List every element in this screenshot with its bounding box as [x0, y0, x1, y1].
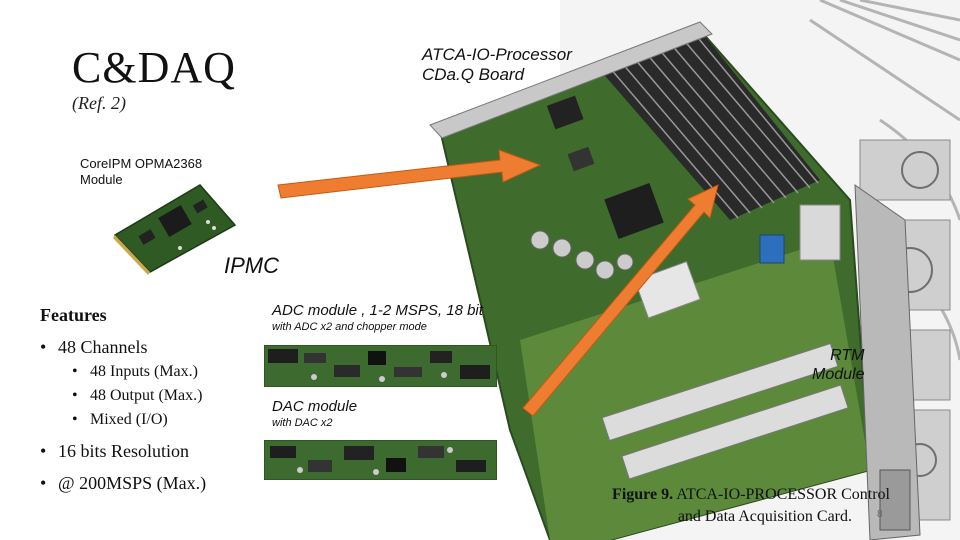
board-caption-line2: CDa.Q Board	[422, 65, 525, 84]
rtm-module-label-line1: RTM	[830, 347, 865, 364]
feature-item-resolution: • 16 bits Resolution	[40, 441, 189, 462]
feature-subitem: • 48 Inputs (Max.)	[72, 363, 198, 381]
feature-item-label: 16 bits Resolution	[58, 441, 190, 461]
bullet-icon: •	[72, 363, 78, 380]
feature-subitem-label: Mixed (I/O)	[90, 411, 168, 428]
dac-module-title: DAC module	[272, 398, 358, 415]
figure-caption-line1: Figure 9. ATCA-IO-PROCESSOR Control	[560, 484, 890, 506]
rtm-module-label-line2: Module	[812, 366, 865, 383]
adc-module-subtitle: with ADC x2 and chopper mode	[272, 321, 427, 333]
feature-item-label: 48 Channels	[58, 337, 148, 357]
bullet-icon: •	[40, 337, 47, 357]
page-number: 8	[877, 509, 883, 520]
feature-subitem-label: 48 Output (Max.)	[90, 387, 203, 404]
feature-item-speed: • @ 200MSPS (Max.)	[40, 473, 206, 494]
bullet-icon: •	[40, 441, 47, 461]
reference-note: (Ref. 2)	[72, 93, 126, 113]
adc-module-title: ADC module , 1-2 MSPS, 18 bit	[272, 302, 483, 319]
ipm-module-label: CoreIPM OPMA2368 Module	[80, 156, 202, 188]
dac-module-subtitle: with DAC x2	[272, 417, 333, 429]
rtm-module-label: RTM Module	[812, 346, 864, 384]
figure-caption-line2-text: and Data Acquisition Card.	[677, 508, 852, 525]
bullet-icon: •	[40, 473, 47, 493]
feature-item-label: @ 200MSPS (Max.)	[58, 473, 207, 493]
ipm-module-label-line1: CoreIPM OPMA2368	[80, 156, 203, 171]
ipm-module-image	[113, 184, 237, 275]
adc-module-image	[264, 345, 497, 387]
page-title: C&DAQ	[72, 43, 236, 92]
board-caption-line1: ATCA-IO-Processor	[422, 45, 572, 64]
dac-module-image	[264, 440, 497, 480]
feature-subitem: • Mixed (I/O)	[72, 411, 168, 429]
figure-caption-line2: and Data Acquisition Card.	[560, 506, 890, 528]
board-caption: ATCA-IO-Processor CDa.Q Board	[422, 45, 572, 85]
bullet-icon: •	[72, 387, 78, 404]
figure-caption: Figure 9. ATCA-IO-PROCESSOR Control and …	[560, 484, 890, 528]
feature-subitem: • 48 Output (Max.)	[72, 387, 202, 405]
feature-item-channels: • 48 Channels	[40, 337, 148, 358]
ipmc-label: IPMC	[224, 253, 279, 278]
features-heading: Features	[40, 305, 107, 325]
ipm-module-label-line2: Module	[80, 172, 123, 187]
bullet-icon: •	[72, 411, 78, 428]
figure-caption-line1-text: ATCA-IO-PROCESSOR Control	[673, 486, 890, 503]
feature-subitem-label: 48 Inputs (Max.)	[90, 363, 198, 380]
figure-caption-label: Figure 9.	[612, 486, 674, 503]
